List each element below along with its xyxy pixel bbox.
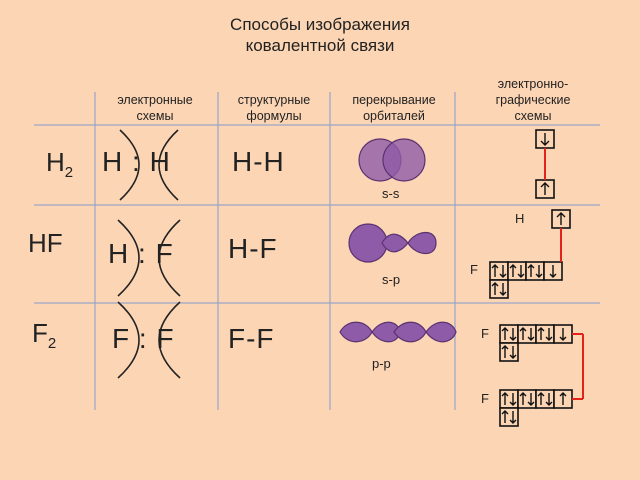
graphic-label-hf-f: F bbox=[470, 262, 478, 277]
molecule-hf: HF bbox=[28, 228, 63, 258]
shell-arc-hf-left bbox=[117, 219, 140, 297]
p-orbital-lobe-right bbox=[407, 231, 437, 255]
column-header-overlap: перекрывание орбиталей bbox=[352, 93, 436, 123]
molecule-f2: F2 bbox=[32, 318, 57, 352]
p-orbital-b-lobe-left bbox=[393, 321, 427, 343]
s-orbital-right bbox=[382, 138, 426, 182]
structural-formula-f2: F-F bbox=[228, 323, 275, 354]
column-header-structural: структурные формулы bbox=[237, 93, 311, 123]
overlap-label-p-p: p-p bbox=[372, 356, 391, 371]
s-orbital bbox=[348, 223, 388, 263]
graphic-label-f2-top: F bbox=[481, 326, 489, 341]
shell-arcs bbox=[117, 129, 181, 379]
overlap-label-s-s: s-s bbox=[382, 186, 400, 201]
structural-formula-h2: H-H bbox=[232, 146, 285, 177]
column-header-electron-schemes: электронные схемы bbox=[117, 93, 193, 123]
electron-scheme-h2: H : H bbox=[102, 146, 171, 177]
p-orbital-b-lobe-right bbox=[425, 321, 457, 343]
shell-arc-hf-right bbox=[158, 219, 181, 297]
graphic-label-hf-h: H bbox=[515, 211, 525, 226]
overlap-label-s-p: s-p bbox=[382, 272, 401, 287]
electron-arrows bbox=[491, 133, 567, 424]
shell-arc-h2-right bbox=[158, 129, 179, 201]
orbital-boxes bbox=[489, 129, 573, 427]
column-header-graphic: электронно- графические схемы bbox=[495, 77, 571, 123]
graphic-label-f2-bottom: F bbox=[481, 391, 489, 406]
title-line-1: Способы изображения bbox=[230, 15, 410, 34]
table-grid bbox=[34, 92, 600, 410]
shell-arc-h2-left bbox=[119, 129, 140, 201]
molecule-h2: H2 bbox=[46, 147, 74, 181]
shell-arc-f2-right bbox=[158, 301, 181, 379]
electron-scheme-f2: F : F bbox=[112, 323, 175, 354]
p-orbital-a-lobe-left bbox=[339, 321, 373, 343]
structural-formula-hf: H-F bbox=[228, 233, 278, 264]
shell-arc-f2-left bbox=[117, 301, 140, 379]
electron-scheme-hf: H : F bbox=[108, 238, 174, 269]
bond-lines bbox=[544, 148, 584, 400]
page-title: Способы изображения ковалентной связи bbox=[0, 14, 640, 56]
orbitals bbox=[339, 138, 457, 343]
title-line-2: ковалентной связи bbox=[245, 36, 395, 55]
